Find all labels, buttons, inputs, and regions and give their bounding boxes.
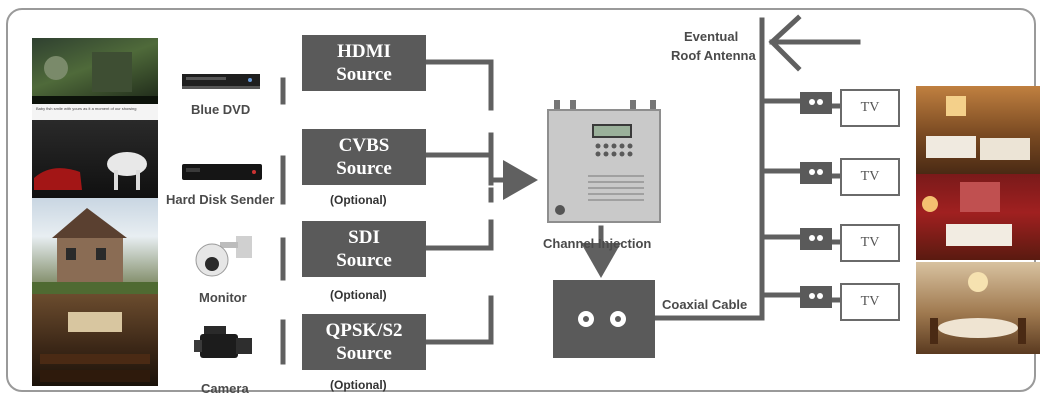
tv-2: TV xyxy=(840,158,900,196)
hdmi-source-box: HDMI Source xyxy=(302,35,426,91)
wall-socket-4 xyxy=(800,286,832,308)
hard-disk-icon xyxy=(180,158,264,189)
hdmi-source-title: HDMI xyxy=(337,41,391,62)
photo-theater xyxy=(32,294,158,386)
sdi-optional-label: (Optional) xyxy=(330,288,387,302)
tv-3-label: TV xyxy=(860,235,880,250)
coaxial-cable-label: Coaxial Cable xyxy=(662,297,748,312)
channel-injection-label: Channel Injection xyxy=(543,236,652,251)
photo-hotel-room-2 xyxy=(916,174,1040,260)
injector-box xyxy=(553,280,655,358)
blue-dvd-label: Blue DVD xyxy=(191,102,251,117)
qpsk-optional-label: (Optional) xyxy=(330,378,387,392)
wall-socket-2 xyxy=(800,162,832,184)
injector-port-left xyxy=(578,311,594,327)
tv-4: TV xyxy=(840,283,900,321)
photo-house xyxy=(32,198,158,294)
antenna-label-line2: Roof Antenna xyxy=(671,48,756,63)
cvbs-source-box: CVBS Source xyxy=(302,129,426,185)
cvbs-source-subtitle: Source xyxy=(336,158,392,179)
photo-hotel-room-1 xyxy=(916,86,1040,174)
cvbs-wire xyxy=(425,132,494,158)
monitor-camera-icon xyxy=(192,232,254,287)
tv-1: TV xyxy=(840,89,900,127)
photo-movie-scene xyxy=(32,38,158,104)
video-camera-icon xyxy=(192,320,256,377)
photo-horse-car xyxy=(32,120,158,198)
qpsk-source-box: QPSK/S2 Source xyxy=(302,314,426,370)
hdmi-source-subtitle: Source xyxy=(336,64,392,85)
cvbs-optional-label: (Optional) xyxy=(330,193,387,207)
wall-socket-3 xyxy=(800,228,832,250)
monitor-label: Monitor xyxy=(199,290,247,305)
qpsk-source-subtitle: Source xyxy=(336,343,392,364)
hard-disk-label: Hard Disk Sender xyxy=(166,192,275,207)
sdi-source-box: SDI Source xyxy=(302,221,426,277)
qpsk-wire xyxy=(425,295,494,345)
sdi-source-title: SDI xyxy=(348,227,380,248)
tv-3: TV xyxy=(840,224,900,262)
sdi-source-subtitle: Source xyxy=(336,250,392,271)
cvbs-source-title: CVBS xyxy=(338,135,390,156)
camera-label: Camera xyxy=(201,381,249,396)
photo-hotel-dining xyxy=(916,262,1040,354)
wall-socket-1 xyxy=(800,92,832,114)
qpsk-source-title: QPSK/S2 xyxy=(325,320,403,341)
blue-dvd-icon xyxy=(180,70,262,97)
photo-ad-caption: Baby fish smile with yours as it a momen… xyxy=(32,104,158,120)
hdmi-wire xyxy=(425,59,494,111)
antenna-label-line1: Eventual xyxy=(684,29,739,44)
photo-caption-text: Baby fish smile with yours as it a momen… xyxy=(36,106,137,111)
tv-4-label: TV xyxy=(860,294,880,309)
tv-1-label: TV xyxy=(860,100,880,115)
antenna-head xyxy=(768,14,802,72)
sdi-wire xyxy=(425,219,494,251)
tv-2-label: TV xyxy=(860,169,880,184)
modulator-device-icon xyxy=(544,98,664,231)
injector-port-right xyxy=(610,311,626,327)
